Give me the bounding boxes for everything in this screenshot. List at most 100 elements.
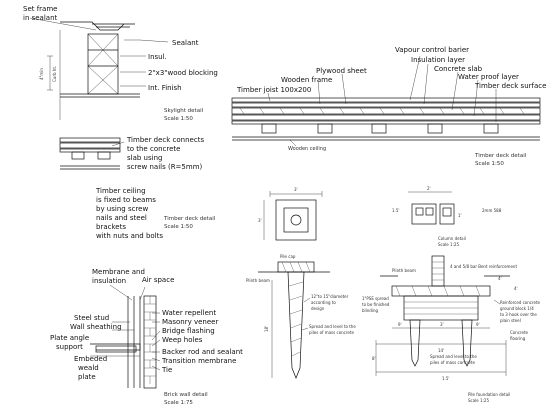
brick-label-backer-rod: Backer rod and sealant <box>162 348 243 356</box>
deck-label-wooden-frame: Wooden frame <box>281 76 332 84</box>
foundation-dim-5: 1.5' <box>442 376 449 381</box>
foundation-caption-scale: Scale 1:25 <box>468 398 489 403</box>
column-label-title: Column detail <box>438 236 466 241</box>
foundation-note-3: blinding <box>362 308 378 313</box>
foundation-bottom-note-1: Spread and level to the <box>430 354 477 359</box>
deck-caption-title: Timber deck detail <box>474 153 527 159</box>
foundation-label-bar: 4 and 5/8 bar Bent reinforcement <box>450 264 517 269</box>
deck-connect-note-1: Timber deck connects <box>126 136 204 144</box>
foundation-label-rc: Reinforced concrete <box>500 300 541 305</box>
skylight-label-sealant: Sealant <box>172 39 199 47</box>
brick-label-sheathing: Wall sheathing <box>70 323 122 331</box>
deck-label-joist: Timber joist 100x200 <box>236 86 311 94</box>
brick-label-membrane: Membrane and <box>92 268 145 276</box>
brick-label-plate-angle: Plate angle <box>50 334 89 342</box>
timber-deck-detail: Vapour control barier Insulation layer P… <box>231 46 546 167</box>
brick-label-flashing: Bridge flashing <box>162 327 215 335</box>
brick-label-embeded: Embeded <box>74 355 107 363</box>
pile-note-3: design <box>311 306 325 311</box>
brick-label-steel-stud: Steel stud <box>74 314 109 322</box>
pile-label-plinth: Plinth beam <box>246 278 270 283</box>
foundation-dim-1: 9' <box>398 322 402 327</box>
brick-label-masonry: Masonry veneer <box>162 318 218 326</box>
skylight-dim-curb: Curb ht. <box>52 66 57 82</box>
skylight-detail: 4"min Curb ht. Set frame in sealant Seal… <box>23 5 218 122</box>
skylight-label-blocking: 2"x3"wood blocking <box>148 69 218 77</box>
foundation-dim-2: 9' <box>476 322 480 327</box>
deck-connect-note-4: screw nails (R=5mm) <box>127 163 203 171</box>
pile-dim-depth: 18' <box>264 326 269 332</box>
foundation-label-4: 4' <box>498 276 502 281</box>
deck-connect-note-3: slab using <box>127 154 162 162</box>
brick-caption-title: Brick wall detail <box>164 392 208 398</box>
pile-dim-top: 3' <box>294 187 298 192</box>
foundation-dim-7: 8' <box>372 356 376 361</box>
ceiling-note-2: is fixed to beams <box>96 196 156 204</box>
ceiling-note-6: with nuts and bolts <box>96 232 163 240</box>
pile-foundation-detail: 9' 9' 3' 14' 1.5' 4' 8' Plinth beam 4 an… <box>362 255 541 403</box>
pile-label-cap: Pile cap <box>280 254 296 259</box>
skylight-label-in-sealant: in sealant <box>23 14 58 22</box>
foundation-label-steel: plain steel <box>500 318 521 323</box>
column-dim-note: 2mm 588 <box>482 208 502 213</box>
deck-label-waterproof: Water proof layer <box>458 73 519 81</box>
brick-label-plate: plate <box>78 373 96 381</box>
pile-bottom-note-2: piles of mass concrete <box>309 330 354 335</box>
skylight-label-insul: Insul. <box>148 53 167 61</box>
foundation-note-2: to be finished <box>362 302 390 307</box>
column-dim-side: 1' <box>458 213 462 218</box>
brick-label-insulation: insulation <box>92 277 126 285</box>
foundation-bottom-note-2: piles of mass concrete <box>430 360 475 365</box>
skylight-label-set-frame: Set frame <box>23 5 57 13</box>
foundation-note-1: 1"PSE spread <box>362 296 389 301</box>
brick-label-support: support <box>56 343 83 351</box>
pile-dim-side: 3' <box>258 218 262 223</box>
skylight-caption-scale: Scale 1:50 <box>164 116 193 122</box>
deck-caption-scale: Scale 1:50 <box>475 161 504 167</box>
foundation-label-hook: to 3 hook over the <box>500 312 537 317</box>
ceiling-note-4: nails and steel <box>96 214 147 222</box>
skylight-dim-min: 4"min <box>39 68 44 80</box>
deck-connection-detail: Timber deck connects to the concrete sla… <box>59 136 216 240</box>
column-label-scale: Scale 1:25 <box>438 242 459 247</box>
pile-detail: 3' 3' 18' Plinth beam Pile cap 12"to 15"… <box>246 187 356 379</box>
deck-label-concrete: Concrete slab <box>434 65 483 73</box>
ceiling-note-5: brackets <box>96 223 126 231</box>
deck-connect-caption-scale: Scale 1:50 <box>164 224 193 230</box>
deck-connect-note-2: to the concrete <box>127 145 180 153</box>
deck-label-insulation: Insulation layer <box>411 56 465 64</box>
brick-wall-detail: Membrane and insulation Air space Steel … <box>50 268 243 406</box>
foundation-caption-title: Pile foundation detail <box>468 392 510 397</box>
foundation-label-block: ground block 1/4 <box>500 306 534 311</box>
brick-label-water-repellent: Water repellent <box>162 309 216 317</box>
brick-label-tie: Tie <box>161 366 172 374</box>
deck-label-vapour: Vapour control barier <box>395 46 469 54</box>
foundation-dim-4: 14' <box>438 348 444 353</box>
column-detail: 2' 1.5' 1' 2mm 588 Column detail Scale 1… <box>392 186 502 247</box>
foundation-label-concrete: Concrete <box>510 330 529 335</box>
pile-note-1: 12"to 15"diameter <box>311 294 349 299</box>
deck-connect-caption-title: Timber deck detail <box>163 216 216 222</box>
pile-bottom-note-1: Spread and level to the <box>309 324 356 329</box>
foundation-label-plinth: Plinth beam <box>392 268 416 273</box>
foundation-dim-6: 4' <box>514 286 518 291</box>
skylight-caption-title: Skylight detail <box>164 108 204 114</box>
ceiling-note-3: by using screw <box>96 205 148 213</box>
deck-label-ceiling: Wooden ceiling <box>288 146 326 152</box>
brick-label-weald: weald <box>78 364 99 372</box>
deck-label-plywood: Plywood sheet <box>316 67 367 75</box>
brick-label-transition: Transition membrane <box>161 357 236 365</box>
column-dim-top: 2' <box>427 186 431 191</box>
foundation-dim-3: 3' <box>440 322 444 327</box>
brick-caption-scale: Scale 1:75 <box>164 400 193 406</box>
brick-label-weep-holes: Weep holes <box>162 336 203 344</box>
deck-label-surface: Timber deck surface <box>474 82 546 90</box>
pile-note-2: according to <box>311 300 336 305</box>
foundation-label-flooring: flooring <box>510 336 526 341</box>
skylight-label-int-finish: Int. Finish <box>148 84 182 92</box>
ceiling-note-1: Timber ceiling <box>95 187 146 195</box>
brick-label-air-space: Air space <box>142 276 174 284</box>
column-dim-left: 1.5' <box>392 208 399 213</box>
